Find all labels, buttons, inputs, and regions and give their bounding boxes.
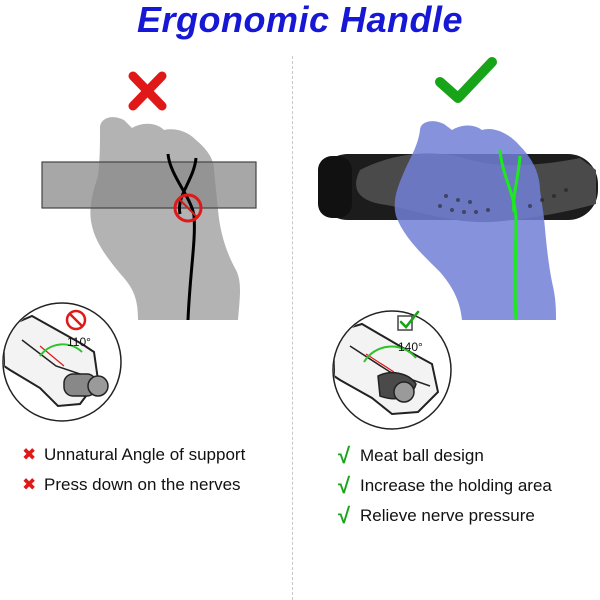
- nerve-line: [512, 155, 522, 213]
- check-icon: [435, 57, 497, 103]
- prohibited-icon: [65, 309, 87, 331]
- angle-detail-right: [332, 310, 452, 430]
- list-item: √ Increase the holding area: [338, 473, 552, 498]
- check-icon: √: [338, 473, 351, 498]
- page-title: Ergonomic Handle: [136, 0, 464, 40]
- angle-label-right: 140°: [398, 340, 423, 354]
- nerve-line: [498, 149, 518, 321]
- grip-texture: [438, 188, 568, 214]
- benefit-list: √ Meat ball design √ Increase the holdin…: [338, 441, 552, 531]
- hand-right: [394, 121, 556, 320]
- checkbox-icon: [397, 310, 420, 331]
- panel-divider: [292, 56, 293, 600]
- hand-wrong: [90, 117, 240, 320]
- angle-label-wrong: 110°: [67, 335, 91, 349]
- list-item: √ Relieve nerve pressure: [338, 503, 535, 528]
- pressure-point-circle: [173, 193, 203, 223]
- angle-detail-wrong: [2, 302, 122, 422]
- list-item: ✖ Unnatural Angle of support: [22, 445, 246, 464]
- cross-icon: [128, 71, 167, 111]
- nerve-line: [166, 153, 196, 321]
- check-icon: √: [338, 503, 351, 528]
- nerve-line: [177, 157, 198, 215]
- check-icon: √: [338, 443, 351, 468]
- list-item: √ Meat ball design: [338, 443, 484, 468]
- cross-icon: ✖: [22, 445, 37, 464]
- flat-bar: [41, 161, 257, 209]
- cross-icon: ✖: [22, 475, 37, 494]
- list-item: ✖ Press down on the nerves: [22, 475, 241, 494]
- drawback-list: ✖ Unnatural Angle of support ✖ Press dow…: [22, 440, 245, 500]
